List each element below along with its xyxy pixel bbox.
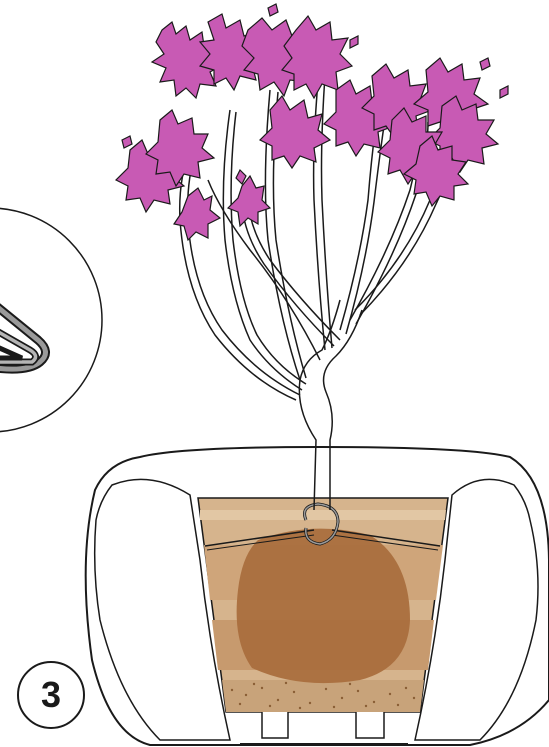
- step-number-badge: 3: [17, 661, 85, 729]
- gravel-layer: [222, 680, 424, 712]
- root-ball: [237, 529, 410, 684]
- step-number-label: 3: [41, 677, 61, 713]
- tree-blossoms: [116, 4, 508, 240]
- detail-inset: [0, 208, 102, 432]
